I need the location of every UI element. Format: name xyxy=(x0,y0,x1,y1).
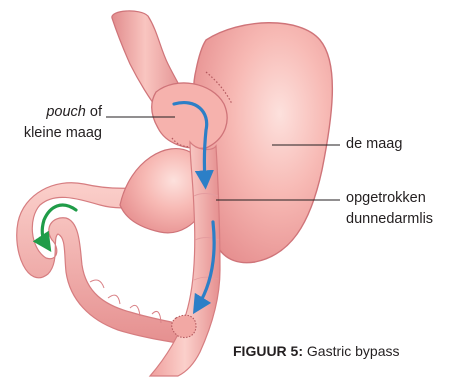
pouch-label-rest: of xyxy=(86,104,102,120)
pouch-label: pouch of kleine maag xyxy=(10,102,102,144)
jejunojejunostomy xyxy=(172,315,196,337)
figure-caption: FIGUUR 5: Gastric bypass xyxy=(233,343,399,359)
pouch-label-line1: pouch of xyxy=(10,102,102,123)
pouch-label-line2: kleine maag xyxy=(10,123,102,144)
roux-limb-label-line1: opgetrokken xyxy=(346,188,433,209)
figure-caption-label: FIGUUR 5: xyxy=(233,343,303,359)
stomach-label: de maag xyxy=(346,134,402,155)
roux-limb-label: opgetrokken dunnedarmlis xyxy=(346,188,433,230)
roux-limb-label-line2: dunnedarmlis xyxy=(346,209,433,230)
figure-caption-title: Gastric bypass xyxy=(303,343,399,359)
pouch-label-emphasis: pouch xyxy=(46,104,86,120)
